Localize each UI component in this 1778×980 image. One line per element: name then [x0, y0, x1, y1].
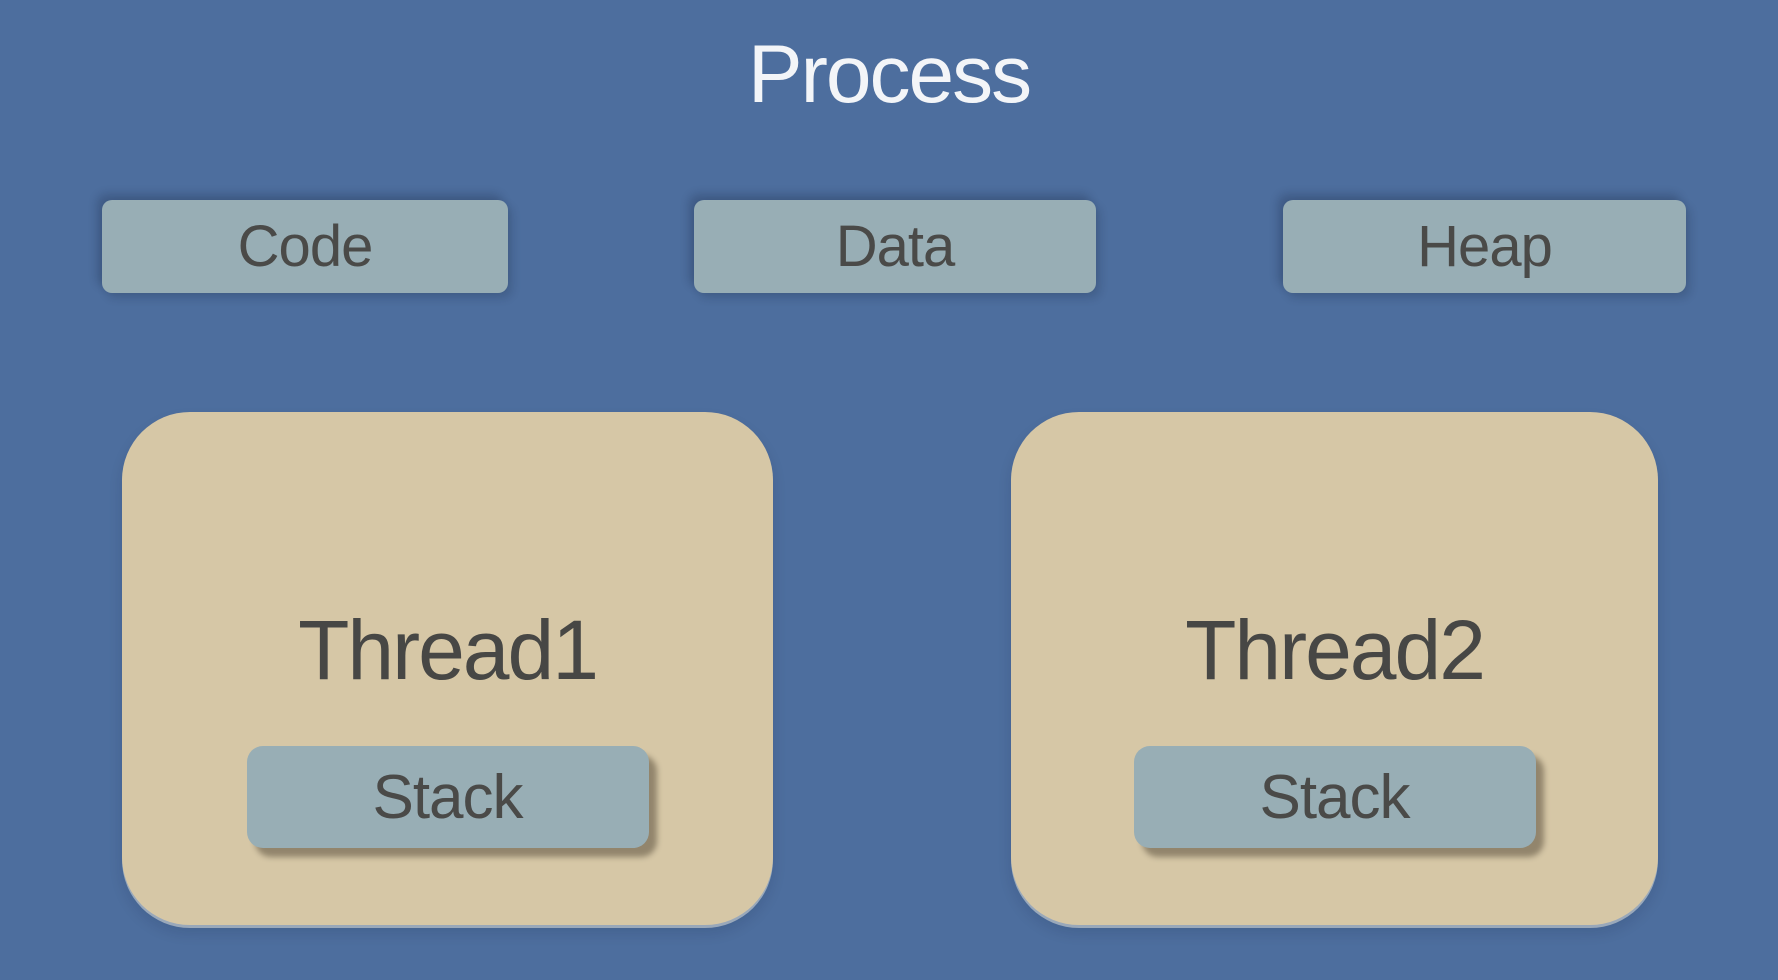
thread2-stack-label: Stack — [1259, 762, 1410, 832]
thread1-stack-label: Stack — [372, 762, 523, 832]
thread1-stack-box: Stack — [246, 746, 649, 848]
thread1-box: Thread1 Stack — [122, 412, 773, 925]
code-segment-label: Code — [237, 214, 374, 279]
heap-segment-label: Heap — [1417, 214, 1553, 279]
data-segment-label: Data — [835, 214, 956, 279]
thread2-stack-box: Stack — [1133, 746, 1536, 848]
heap-segment-box: Heap — [1283, 200, 1686, 293]
thread1-label: Thread1 — [298, 603, 599, 697]
data-segment-box: Data — [694, 200, 1096, 293]
thread2-box: Thread2 Stack — [1011, 412, 1658, 925]
process-title: Process — [747, 29, 1032, 120]
code-segment-box: Code — [102, 200, 508, 293]
thread2-label: Thread2 — [1185, 603, 1486, 697]
